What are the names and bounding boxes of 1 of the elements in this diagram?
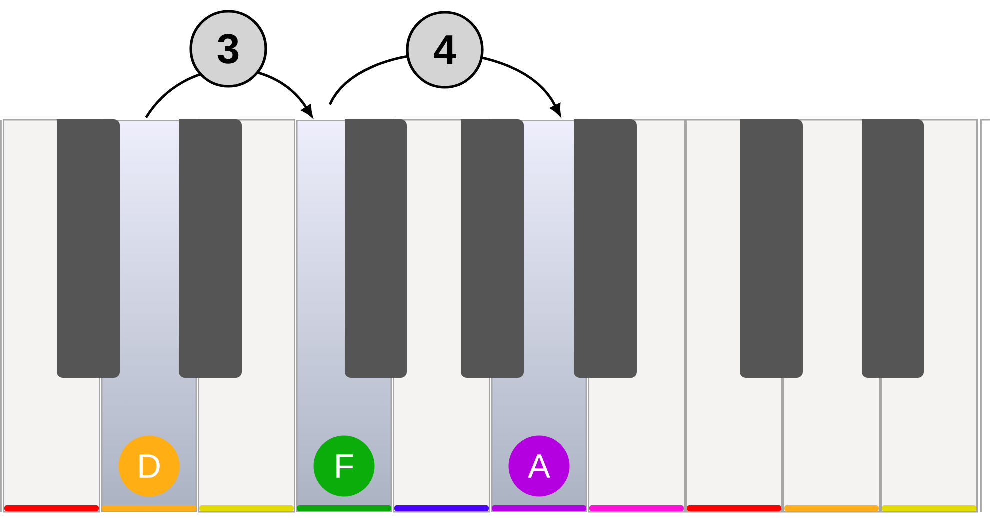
edge-label: 3 — [190, 10, 268, 88]
